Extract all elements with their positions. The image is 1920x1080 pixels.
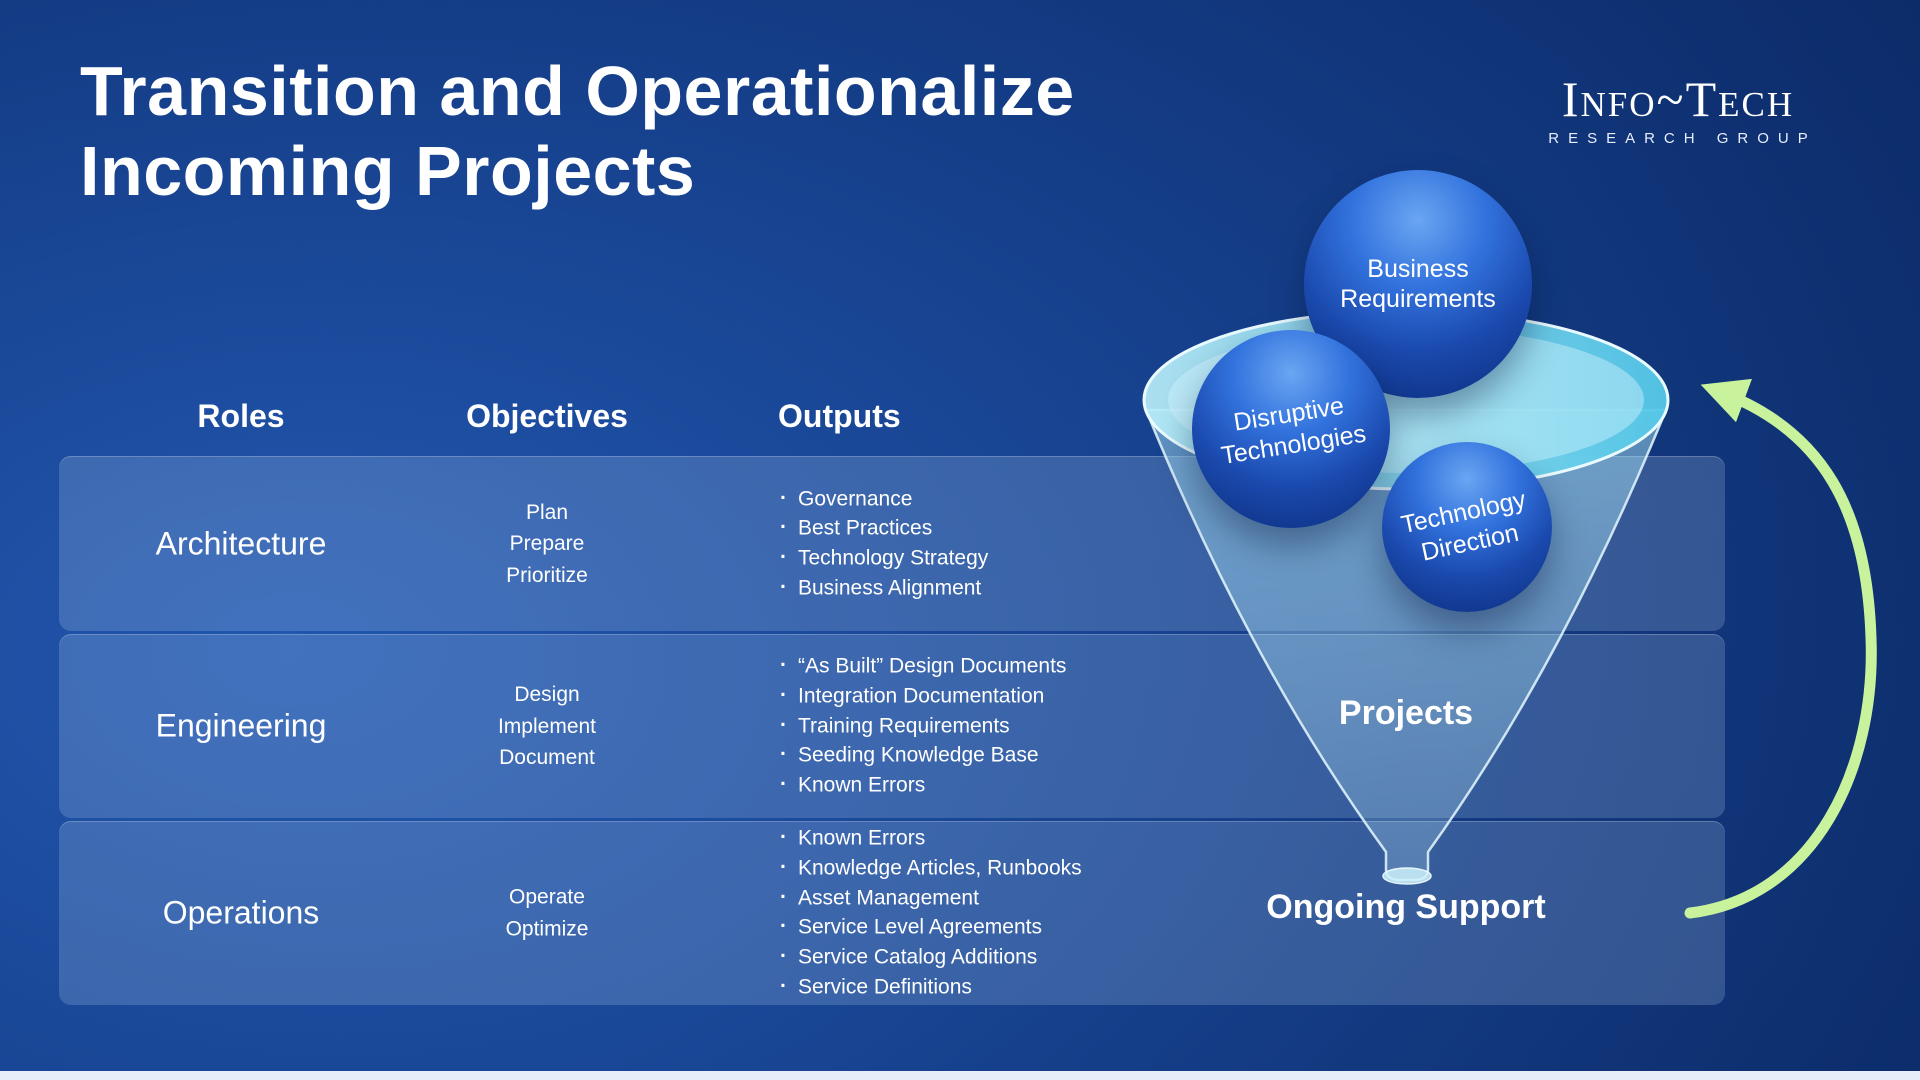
output-item: Best Practices <box>778 513 1418 544</box>
objective-item: Design <box>514 682 580 706</box>
objective-item: Plan <box>525 500 569 524</box>
output-item: Technology Strategy <box>778 543 1418 574</box>
output-item: Governance <box>778 483 1418 514</box>
column-header-outputs: Outputs <box>778 398 901 434</box>
objective-item: Operate <box>509 885 585 909</box>
outputs-list: “As Built” Design DocumentsIntegration D… <box>778 650 1418 801</box>
output-item: Asset Management <box>778 882 1418 913</box>
output-item: Seeding Knowledge Base <box>778 740 1418 771</box>
output-item: “As Built” Design Documents <box>778 650 1418 681</box>
sphere-label: Technology Direction <box>1398 484 1529 566</box>
output-item: Known Errors <box>778 770 1418 801</box>
logo-subtitle: RESEARCH GROUP <box>1548 130 1817 147</box>
page-title-line1: Transition and Operationalize <box>80 52 1075 130</box>
objective-item: Document <box>499 745 595 769</box>
output-item: Integration Documentation <box>778 680 1418 711</box>
output-item: Service Catalog Additions <box>778 942 1418 973</box>
ongoing-support-label: Ongoing Support <box>1266 888 1546 926</box>
objective-item: Prioritize <box>506 563 588 587</box>
objective-item: Prepare <box>509 531 585 555</box>
output-item: Service Definitions <box>778 972 1418 1003</box>
outputs-list: GovernanceBest PracticesTechnology Strat… <box>778 483 1418 603</box>
role-label: Operations <box>162 894 320 931</box>
objective-item: Implement <box>497 714 597 738</box>
projects-label: Projects <box>1338 694 1474 732</box>
sphere-technology-direction: Technology Direction <box>1382 442 1552 612</box>
outputs-list: Known ErrorsKnowledge Articles, Runbooks… <box>778 823 1418 1003</box>
role-label: Engineering <box>155 707 327 744</box>
sphere-label: Disruptive Technologies <box>1219 391 1368 470</box>
logo-wordmark: Info~Tech <box>1561 71 1795 127</box>
output-item: Training Requirements <box>778 710 1418 741</box>
objective-item: Optimize <box>505 917 589 940</box>
output-item: Business Alignment <box>778 572 1418 603</box>
output-item: Knowledge Articles, Runbooks <box>778 852 1418 883</box>
sphere-disruptive-technologies: Disruptive Technologies <box>1192 330 1390 528</box>
bottom-strip <box>0 1071 1920 1080</box>
infotech-logo: Info~Tech RESEARCH GROUP <box>1518 74 1838 147</box>
sphere-business-requirements: Business Requirements <box>1304 170 1532 398</box>
role-label: Architecture <box>155 525 327 561</box>
sphere-label: Business Requirements <box>1340 254 1496 314</box>
column-header-roles: Roles <box>197 398 285 434</box>
output-item: Service Level Agreements <box>778 912 1418 943</box>
column-header-objectives: Objectives <box>466 398 628 434</box>
page-title-line2: Incoming Projects <box>80 131 696 210</box>
output-item: Known Errors <box>778 823 1418 854</box>
